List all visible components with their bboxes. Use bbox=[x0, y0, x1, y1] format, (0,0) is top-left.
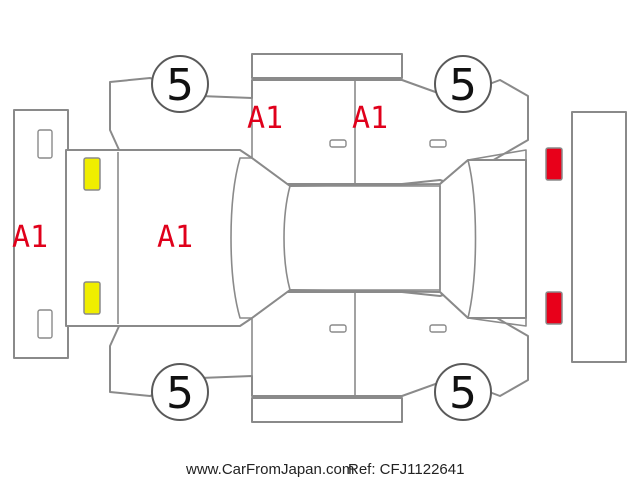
tyre-rating: 5 bbox=[449, 60, 477, 111]
tyre-left-rear: 5 bbox=[151, 55, 209, 113]
front-light-top bbox=[545, 147, 563, 181]
damage-code-rear-bumper: A1 bbox=[12, 220, 48, 255]
tyre-right-front: 5 bbox=[434, 363, 492, 421]
door-handle bbox=[329, 139, 347, 148]
tyre-rating: 5 bbox=[166, 60, 194, 111]
damage-code-trunk: A1 bbox=[157, 220, 193, 255]
site-url: www.CarFromJapan.com bbox=[185, 461, 354, 478]
rear-light-top bbox=[83, 157, 101, 191]
damage-code-front-door: A1 bbox=[352, 101, 388, 136]
top-view-body bbox=[65, 149, 527, 327]
door-handle bbox=[329, 324, 347, 333]
door-handle bbox=[429, 324, 447, 333]
rear-bumper bbox=[13, 109, 69, 359]
damage-code-rear-door: A1 bbox=[247, 101, 283, 136]
tyre-right-rear: 5 bbox=[151, 363, 209, 421]
door-handle bbox=[429, 139, 447, 148]
reference-number: Ref: CFJ1122641 bbox=[348, 461, 464, 478]
bottom-side-rail bbox=[251, 397, 403, 423]
tyre-rating: 5 bbox=[166, 368, 194, 419]
tyre-rating: 5 bbox=[449, 368, 477, 419]
top-side-rail bbox=[251, 53, 403, 79]
rear-light-bottom bbox=[83, 281, 101, 315]
top-side-profile bbox=[109, 77, 529, 185]
front-light-bottom bbox=[545, 291, 563, 325]
front-bumper bbox=[571, 111, 627, 363]
tyre-left-front: 5 bbox=[434, 55, 492, 113]
